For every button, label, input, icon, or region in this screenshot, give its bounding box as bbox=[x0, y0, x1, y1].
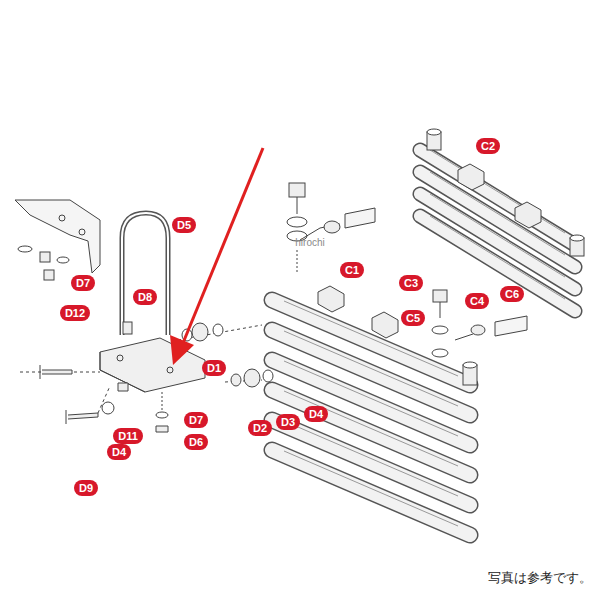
callout-number: C6 bbox=[500, 286, 524, 302]
upper-hose-fitting bbox=[287, 183, 375, 272]
mount-stay bbox=[15, 200, 100, 280]
callout-number: C3 bbox=[399, 275, 423, 291]
front-cooler bbox=[272, 286, 477, 535]
callout-number: D4 bbox=[107, 444, 131, 460]
lower-hardware bbox=[20, 365, 273, 432]
callout-number: C1 bbox=[340, 262, 364, 278]
callout-number: D7 bbox=[184, 412, 208, 428]
callout-number: D1 bbox=[202, 360, 226, 376]
callout-number: D6 bbox=[184, 434, 208, 450]
callout-number: D8 bbox=[133, 289, 157, 305]
note-text: 写真は参考です。 bbox=[488, 570, 592, 586]
callout-number: D4 bbox=[304, 406, 328, 422]
watermark: hirochi bbox=[295, 237, 324, 249]
callout-number: D7 bbox=[71, 275, 95, 291]
u-bolt bbox=[122, 213, 168, 335]
callout-number: C2 bbox=[476, 138, 500, 154]
callout-number: D12 bbox=[60, 305, 90, 321]
callout-number: C4 bbox=[465, 293, 489, 309]
rear-cooler bbox=[420, 129, 584, 311]
callout-number: D2 bbox=[248, 420, 272, 436]
callout-number: D9 bbox=[74, 480, 98, 496]
callout-number: D3 bbox=[276, 414, 300, 430]
callout-number: C5 bbox=[401, 310, 425, 326]
callout-number: D5 bbox=[172, 217, 196, 233]
pointer-arrow bbox=[170, 148, 263, 365]
callout-number: D11 bbox=[113, 428, 143, 444]
bracket bbox=[100, 322, 262, 392]
